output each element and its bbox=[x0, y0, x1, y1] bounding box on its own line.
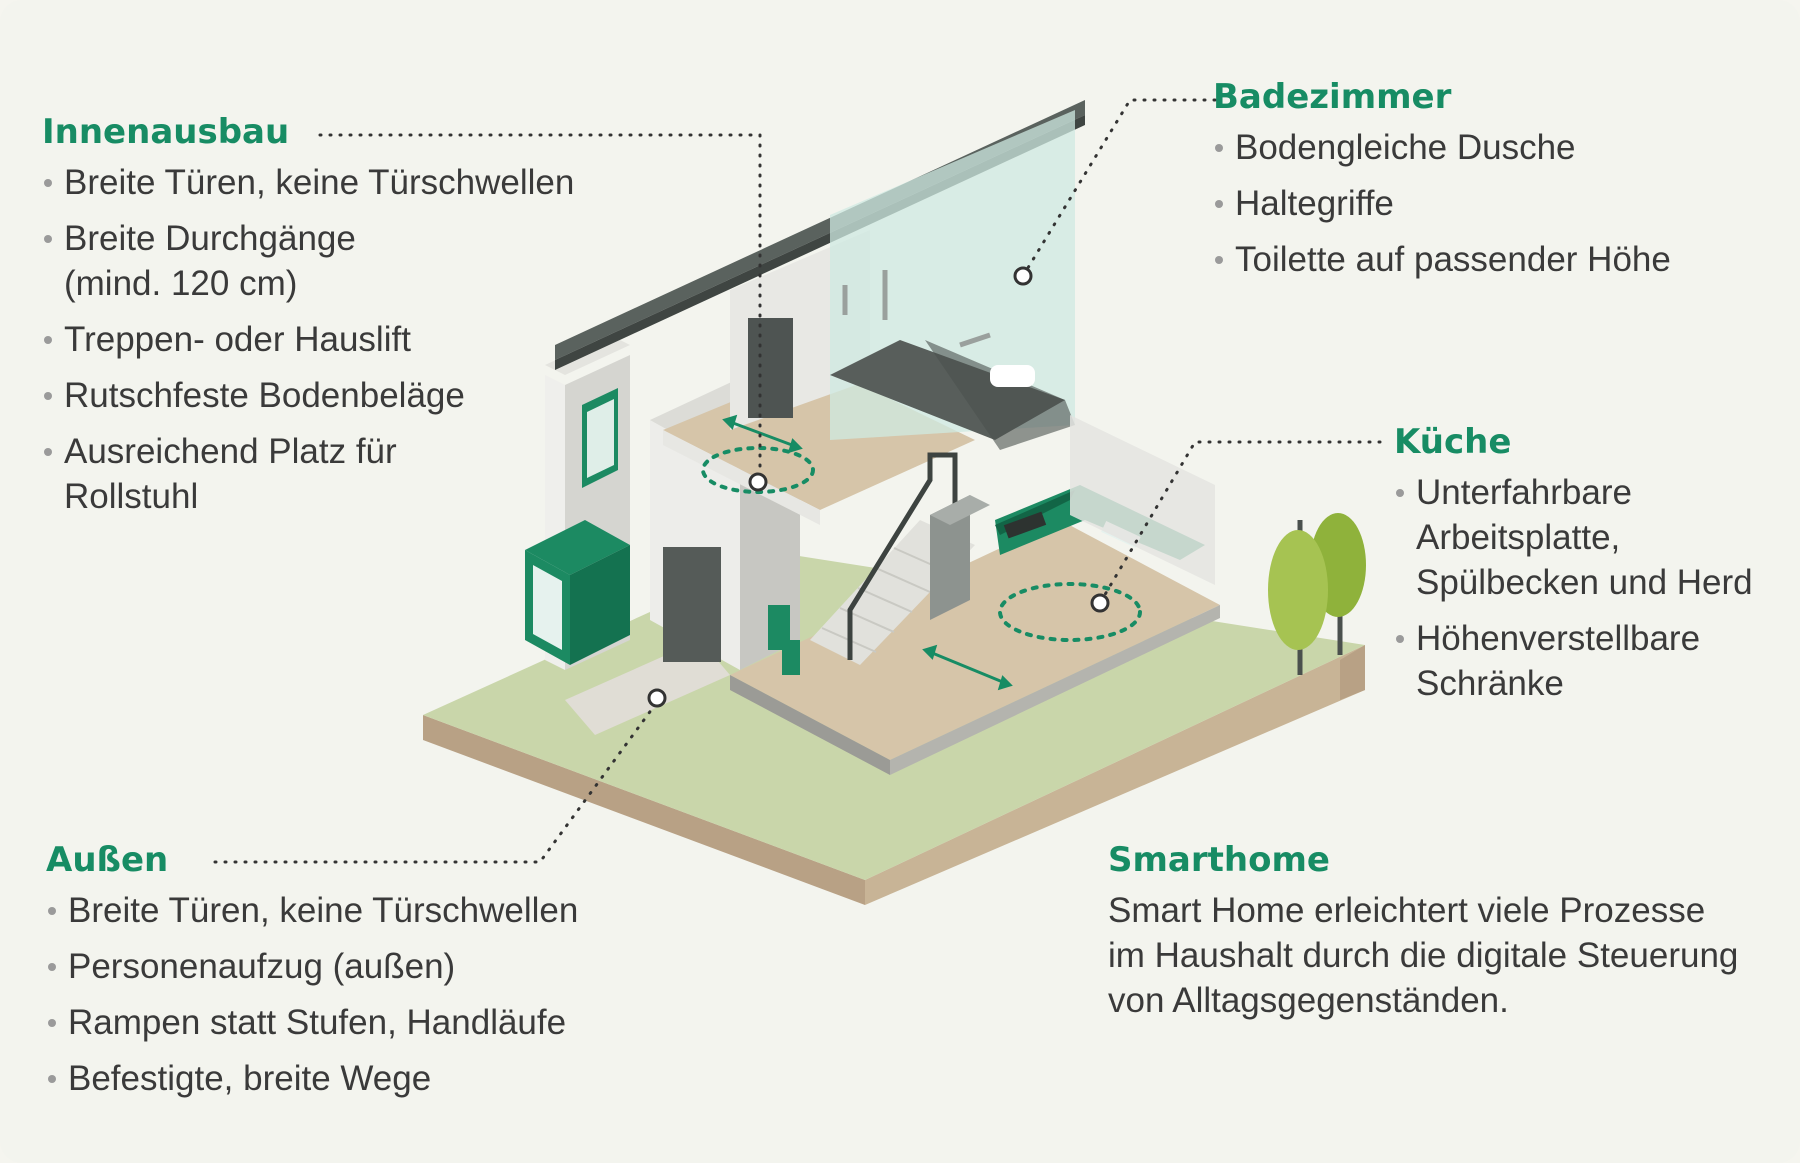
list-item: Bodengleiche Dusche bbox=[1213, 125, 1773, 170]
base-slab-front-icon bbox=[423, 715, 865, 905]
kueche-heading: Küche bbox=[1394, 422, 1512, 462]
list-item: Unterfahrbare Arbeitsplatte, Spülbecken … bbox=[1394, 470, 1784, 605]
list-item: Breite Türen, keine Türschwellen bbox=[42, 160, 642, 205]
list-item: Breite Durchgänge (mind. 120 cm) bbox=[42, 216, 444, 306]
fridge-icon bbox=[930, 495, 970, 620]
marker-innenausbau-icon bbox=[748, 472, 768, 492]
smarthome-text: Smart Home erleichtert viele Prozesse im… bbox=[1108, 891, 1739, 1020]
smarthome-section: Smarthome Smart Home erleichtert viele P… bbox=[1108, 840, 1748, 1023]
ground-door-icon bbox=[663, 547, 721, 662]
smarthome-heading: Smarthome bbox=[1108, 840, 1330, 880]
aussen-section: Außen Breite Türen, keine Türschwellen P… bbox=[46, 840, 646, 1112]
marker-kueche-icon bbox=[1090, 593, 1110, 613]
turning-circle-ground-icon bbox=[998, 582, 1142, 642]
list-item: Befestigte, breite Wege bbox=[46, 1056, 646, 1101]
turning-circle-upper-icon bbox=[701, 446, 815, 494]
list-item: Haltegriffe bbox=[1213, 181, 1773, 226]
ramp-icon bbox=[565, 640, 730, 735]
kueche-list: Unterfahrbare Arbeitsplatte, Spülbecken … bbox=[1394, 470, 1784, 706]
badezimmer-list: Bodengleiche Dusche Haltegriffe Toilette… bbox=[1213, 125, 1773, 282]
aussen-heading: Außen bbox=[46, 840, 169, 880]
innenausbau-section: Innenausbau Breite Türen, keine Türschwe… bbox=[42, 112, 642, 530]
innenausbau-list: Breite Türen, keine Türschwellen Breite … bbox=[42, 160, 642, 519]
toilet-icon bbox=[990, 365, 1035, 387]
innenausbau-heading: Innenausbau bbox=[42, 112, 290, 152]
kueche-section: Küche Unterfahrbare Arbeitsplatte, Spülb… bbox=[1394, 422, 1784, 717]
trees-icon bbox=[1268, 513, 1366, 675]
badezimmer-heading: Badezimmer bbox=[1213, 77, 1452, 117]
list-item: Rutschfeste Bodenbeläge bbox=[42, 373, 642, 418]
ground-floor-icon bbox=[730, 520, 1220, 760]
list-item: Personenaufzug (außen) bbox=[46, 944, 646, 989]
list-item: Höhenverstellbare Schränke bbox=[1394, 616, 1784, 706]
badezimmer-section: Badezimmer Bodengleiche Dusche Haltegrif… bbox=[1213, 77, 1773, 293]
list-item: Breite Türen, keine Türschwellen bbox=[46, 888, 646, 933]
list-item: Treppen- oder Hauslift bbox=[42, 317, 642, 362]
aussen-list: Breite Türen, keine Türschwellen Persone… bbox=[46, 888, 646, 1101]
list-item: Ausreichend Platz für Rollstuhl bbox=[42, 429, 484, 519]
stove-icon bbox=[1003, 511, 1047, 539]
upper-door-icon bbox=[748, 318, 793, 418]
outdoor-lift-icon bbox=[525, 520, 630, 575]
base-slab-right-icon bbox=[865, 645, 1365, 905]
list-item: Rampen statt Stufen, Handläufe bbox=[46, 1000, 646, 1045]
stairlift-icon bbox=[768, 605, 790, 650]
list-item: Toilette auf passender Höhe bbox=[1213, 237, 1773, 282]
marker-aussen-icon bbox=[647, 688, 667, 708]
marker-badezimmer-icon bbox=[1013, 266, 1033, 286]
